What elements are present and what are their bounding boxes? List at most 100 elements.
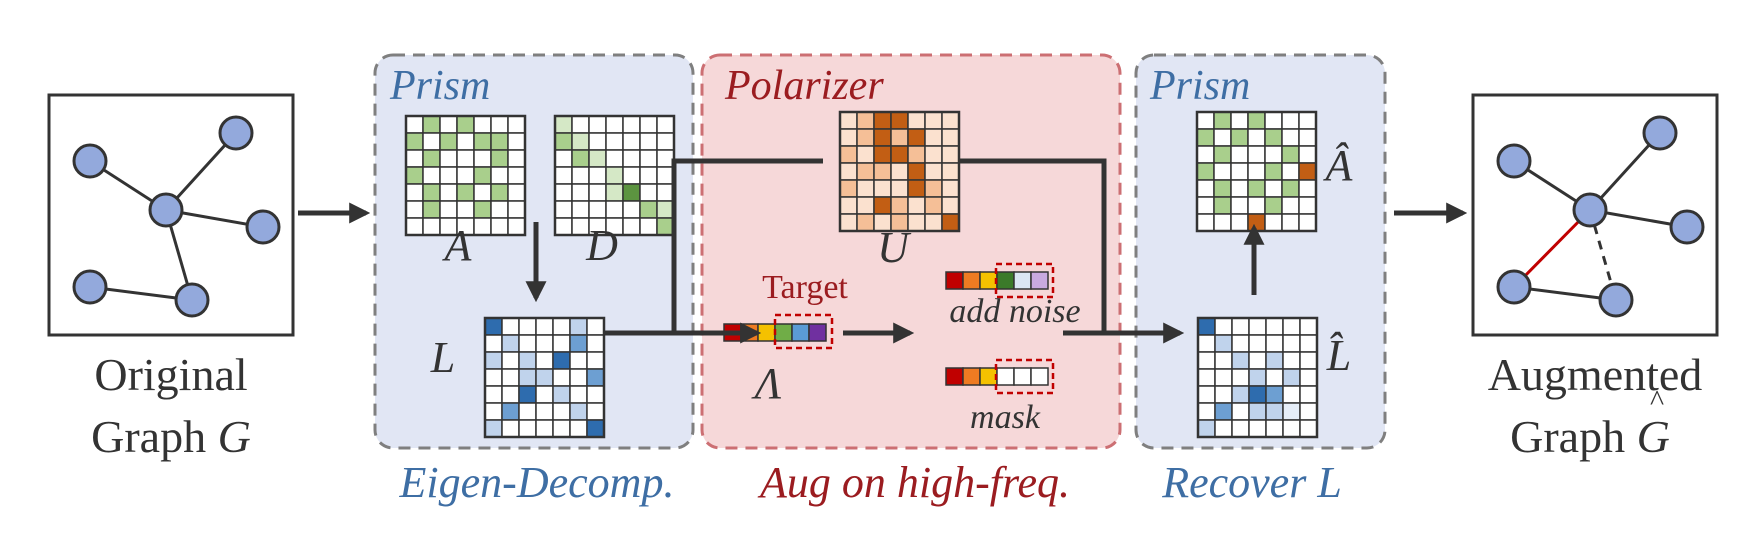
matrix-cell	[490, 166, 509, 185]
matrix-cell	[473, 166, 492, 185]
matrix-cell	[1230, 196, 1249, 215]
matrix-cell	[490, 149, 509, 168]
matrix-cell	[605, 200, 624, 219]
matrix-cell	[552, 419, 571, 438]
matrix-cell	[1248, 368, 1267, 387]
matrix-cell	[484, 419, 503, 438]
matrix-cell	[1197, 334, 1216, 353]
matrix-cell	[554, 132, 573, 151]
matrix-cell	[941, 179, 960, 198]
matrix-cell	[1197, 317, 1216, 336]
matrix-A-hat	[1195, 110, 1318, 233]
matrix-cell	[1248, 419, 1267, 438]
vector-cell	[1030, 367, 1049, 386]
matrix-cell	[1231, 317, 1250, 336]
matrix-cell	[1264, 145, 1283, 164]
matrix-cell	[473, 132, 492, 151]
matrix-cell	[639, 166, 658, 185]
matrix-cell	[586, 317, 605, 336]
matrix-cell	[656, 200, 675, 219]
matrix-cell	[586, 334, 605, 353]
matrix-frame	[1196, 316, 1319, 439]
matrix-cell	[422, 166, 441, 185]
matrix-cell	[1281, 196, 1300, 215]
matrix-cell	[1247, 196, 1266, 215]
prism-left-title: Prism	[389, 63, 490, 109]
matrix-cell	[839, 145, 858, 164]
matrix-cell	[605, 115, 624, 134]
matrix-cell	[586, 368, 605, 387]
matrix-cell	[518, 385, 537, 404]
matrix-cell	[1281, 162, 1300, 181]
matrix-cell	[535, 351, 554, 370]
matrix-cell	[605, 132, 624, 151]
matrix-cell	[535, 317, 554, 336]
matrix-cell	[507, 217, 526, 236]
matrix-cell	[473, 115, 492, 134]
matrix-cell	[571, 166, 590, 185]
matrix-cell	[1213, 213, 1232, 232]
matrix-cell	[484, 368, 503, 387]
matrix-cell	[501, 419, 520, 438]
matrix-cell	[439, 166, 458, 185]
matrix-cell	[1196, 213, 1215, 232]
matrix-cell	[1264, 196, 1283, 215]
matrix-U-label: U	[877, 223, 912, 272]
matrix-cell	[586, 385, 605, 404]
matrix-cell	[639, 200, 658, 219]
matrix-cell	[873, 179, 892, 198]
matrix-cell	[405, 149, 424, 168]
matrix-A	[404, 114, 527, 237]
matrix-cell	[1230, 111, 1249, 130]
matrix-cell	[405, 217, 424, 236]
matrix-cell	[484, 351, 503, 370]
vector-cell	[962, 367, 981, 386]
matrix-cell	[473, 183, 492, 202]
matrix-cell	[405, 183, 424, 202]
matrix-cell	[569, 402, 588, 421]
matrix-cell	[422, 115, 441, 134]
matrix-cell	[422, 183, 441, 202]
matrix-cell	[639, 217, 658, 236]
original-graph-var: G	[218, 411, 251, 462]
matrix-cell	[439, 115, 458, 134]
augmented-graph	[1471, 93, 1719, 337]
matrix-cell	[907, 196, 926, 215]
matrix-cell	[484, 317, 503, 336]
matrix-cell	[1264, 128, 1283, 147]
matrix-cell	[1265, 334, 1284, 353]
original-graph-label-line1: Original	[94, 349, 247, 400]
matrix-cell	[656, 115, 675, 134]
flow-U-path	[671, 158, 823, 344]
matrix-cell	[1196, 128, 1215, 147]
vector-cell	[996, 367, 1015, 386]
matrix-cell	[490, 183, 509, 202]
matrix-cell	[656, 183, 675, 202]
matrix-cell	[422, 132, 441, 151]
matrix-cell	[554, 183, 573, 202]
matrix-cell	[535, 334, 554, 353]
matrix-cell	[924, 128, 943, 147]
matrix-cell	[490, 217, 509, 236]
matrix-cell	[569, 351, 588, 370]
matrix-A-hat-label: Â	[1323, 141, 1354, 190]
polarizer-panel	[700, 53, 1122, 450]
graph-node	[1642, 115, 1678, 151]
matrix-cell	[656, 166, 675, 185]
matrix-cell	[941, 162, 960, 181]
matrix-cell	[1214, 368, 1233, 387]
matrix-cell	[1230, 213, 1249, 232]
matrix-cell	[405, 200, 424, 219]
matrix-cell	[1247, 128, 1266, 147]
matrix-cell	[1247, 145, 1266, 164]
flow-U-to-recover	[958, 158, 1185, 344]
matrix-cell	[1282, 385, 1301, 404]
matrix-cell	[1213, 196, 1232, 215]
matrix-L	[483, 316, 606, 439]
matrix-cell	[1231, 385, 1250, 404]
matrix-cell	[552, 317, 571, 336]
augmented-graph-label-line1: Augmented	[1488, 349, 1703, 400]
matrix-cell	[1214, 351, 1233, 370]
matrix-cell	[1197, 368, 1216, 387]
matrix-cell	[588, 166, 607, 185]
